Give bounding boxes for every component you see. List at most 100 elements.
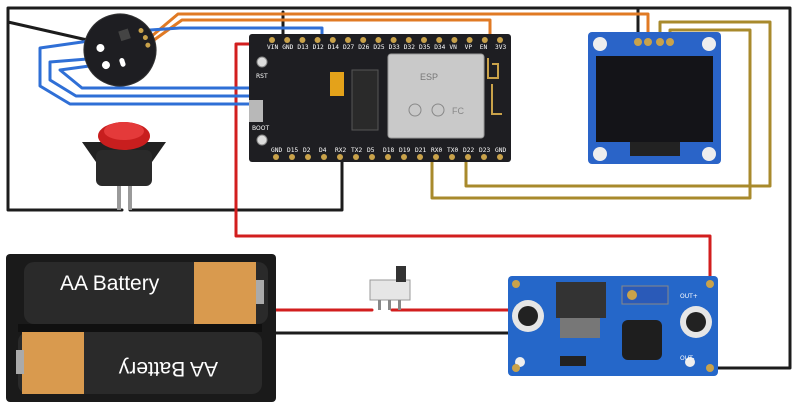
- esp32-bottom-pin-label: D21: [415, 147, 426, 154]
- esp32-top-pin-label: D34: [434, 44, 445, 51]
- esp32-top-pin-pad: [299, 37, 306, 43]
- booster-pad-in-minus: [512, 364, 520, 372]
- battery-top: AA Battery: [24, 262, 268, 324]
- esp32-bottom-pin-pad: [369, 154, 375, 160]
- svg-text:FC: FC: [452, 106, 464, 116]
- esp32-top-pin-label: GND: [282, 44, 293, 51]
- esp32-top-pin-pad: [345, 37, 351, 43]
- wire-power-vin: [234, 42, 712, 282]
- mic-hole-icon: [101, 61, 110, 70]
- esp32-bottom-pin-label: RX0: [431, 147, 442, 154]
- mic-chip: [118, 28, 131, 42]
- esp32-top-pin-label: D14: [328, 44, 339, 51]
- esp32-top-pin-label: D35: [419, 44, 430, 51]
- booster-regulator: [556, 282, 606, 318]
- booster-inductor: [622, 320, 662, 360]
- esp32-top-pin-label: D25: [373, 44, 384, 51]
- button-body: [96, 150, 152, 186]
- esp32-top-pin-label: VIN: [267, 44, 278, 51]
- wire-olive-2: [430, 28, 752, 200]
- push-button: [82, 122, 166, 210]
- esp32-bottom-pin-label: D5: [367, 147, 375, 154]
- boost-converter: OUT+ OUT-: [508, 276, 718, 376]
- rst-button-icon[interactable]: [256, 56, 268, 68]
- esp32-bottom-pin-pad: [449, 154, 455, 160]
- button-leg: [128, 186, 132, 210]
- esp32-bottom-pin-label: D2: [303, 147, 311, 154]
- esp32-bottom-pin-label: D15: [287, 147, 298, 154]
- boot-button-icon[interactable]: [256, 134, 268, 146]
- mic-board: [83, 13, 157, 87]
- esp32-bottom-pin-label: RX2: [335, 147, 346, 154]
- esp32-bottom-pin-pad: [353, 154, 359, 160]
- esp32-bottom-pin-pad: [273, 154, 279, 160]
- esp32-antenna: [487, 58, 502, 115]
- oled-pin: [656, 38, 664, 46]
- wire-olive-1: [464, 20, 772, 188]
- esp32-bottom-pin-pad: [289, 154, 295, 160]
- esp32-bottom-pin-pad: [497, 154, 503, 160]
- esp32-bottom-pin-label: TX0: [447, 147, 458, 154]
- esp32-bottom-pin-label: D23: [479, 147, 490, 154]
- mic-pin: [142, 35, 148, 41]
- button-cap-shine: [104, 122, 144, 140]
- esp32-top-pin-label: D13: [297, 44, 308, 51]
- esp32-top-pin-label: 3V3: [495, 44, 506, 51]
- esp32-top-pin-label: D12: [313, 44, 324, 51]
- esp32-top-pin-label: D27: [343, 44, 354, 51]
- esp32-top-pin-label: VP: [465, 44, 473, 51]
- battery-top-label: AA Battery: [60, 272, 160, 295]
- esp32-bottom-pin-pad: [481, 154, 487, 160]
- esp32-top-pin-pad: [466, 37, 473, 43]
- esp32-top-pin-pad: [497, 37, 503, 43]
- battery-bottom: AA Battery: [16, 332, 262, 394]
- esp32-top-pin-pad: [436, 37, 443, 43]
- wire-orange-2: [138, 18, 492, 52]
- oled-display: [588, 32, 721, 164]
- wire-battery-negative: [274, 331, 518, 370]
- esp32-top-pin-pad: [314, 37, 321, 43]
- esp32-top-pin-pad: [451, 37, 458, 43]
- esp32-top-pin-pad: [405, 37, 412, 43]
- mic-pin: [145, 42, 151, 48]
- esp32-bottom-pin-label: D18: [383, 147, 394, 154]
- oled-pin: [666, 38, 674, 46]
- microphone-module: [83, 13, 157, 87]
- battery-holder: AA Battery AA Battery: [6, 254, 276, 402]
- esp32-module-shield: [387, 53, 485, 139]
- wire-ground-frame: [6, 6, 792, 370]
- esp32-top-pin-pad: [360, 37, 367, 43]
- esp32-bottom-pin-label: D22: [463, 147, 474, 154]
- esp32-chip: [351, 69, 379, 131]
- esp32-top-pin-pad: [421, 37, 427, 43]
- esp32-top-pin-label: EN: [480, 44, 488, 51]
- esp32-top-pin-label: D33: [389, 44, 400, 51]
- oled-screen: [596, 56, 713, 142]
- esp32-bottom-pin-label: TX2: [351, 147, 362, 154]
- esp32-top-pin-pad: [269, 37, 275, 43]
- esp32-top-pin-pad: [375, 37, 382, 43]
- esp32-shield-logo: ESP: [420, 72, 438, 82]
- switch-body[interactable]: [369, 279, 411, 301]
- esp32-bottom-pin-pad: [433, 154, 439, 160]
- oled-pin: [644, 38, 652, 46]
- out-minus-label: OUT-: [680, 355, 694, 362]
- esp32-top-pin-pad: [284, 37, 291, 43]
- esp32-bottom-pin-pad: [337, 154, 343, 160]
- esp32-top-pin-pad: [481, 37, 488, 43]
- booster-pad-out-minus: [706, 364, 714, 372]
- esp32-bottom-pin-label: GND: [495, 147, 506, 154]
- esp32-bottom-pin-label: GND: [271, 147, 282, 154]
- boot-label: BOOT: [252, 125, 269, 132]
- switch-knob[interactable]: [396, 266, 406, 282]
- mic-hole-icon: [96, 43, 105, 52]
- battery-bottom-label: AA Battery: [118, 357, 218, 380]
- esp32-top-pin-label: D32: [404, 44, 415, 51]
- rst-label: RST: [256, 73, 268, 80]
- mic-icon: [119, 57, 126, 67]
- oled-pin: [634, 38, 642, 46]
- booster-pad-in-plus: [512, 280, 520, 288]
